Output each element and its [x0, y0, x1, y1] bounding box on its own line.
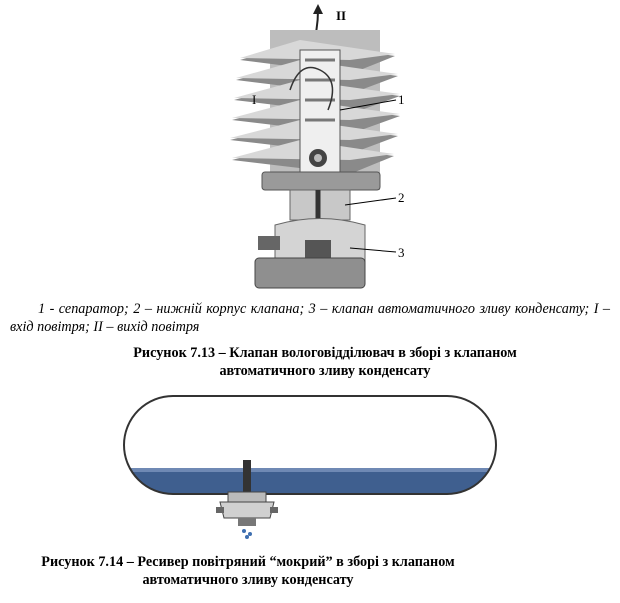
figure-7-13-legend: 1 - сепаратор; 2 – нижній корпус клапана… [10, 301, 610, 335]
valve-separator-illustration: 1 2 3 I II [230, 4, 405, 289]
figure-7-13-title-line2: автоматичного зливу конденсату [219, 363, 431, 379]
figure-7-14-title: Рисунок 7.14 – Ресивер повітряний “мокри… [8, 553, 488, 589]
drain-valve [216, 491, 278, 539]
figure-7-13-title: Рисунок 7.13 – Клапан вологовідділювач в… [60, 344, 590, 380]
separator-fins [230, 30, 400, 191]
label-3: 3 [398, 245, 405, 260]
label-air-out: II [336, 8, 346, 23]
wet-receiver-illustration [123, 395, 497, 539]
figure-7-14-title-line1: Рисунок 7.14 – Ресивер повітряний “мокри… [41, 554, 455, 570]
label-air-in: I [252, 92, 256, 107]
figure-7-13-title-line1: Рисунок 7.13 – Клапан вологовідділювач в… [133, 345, 517, 361]
figure-7-14-title-line2: автоматичного зливу конденсату [142, 572, 354, 588]
label-1: 1 [398, 92, 405, 107]
label-2: 2 [398, 190, 405, 205]
